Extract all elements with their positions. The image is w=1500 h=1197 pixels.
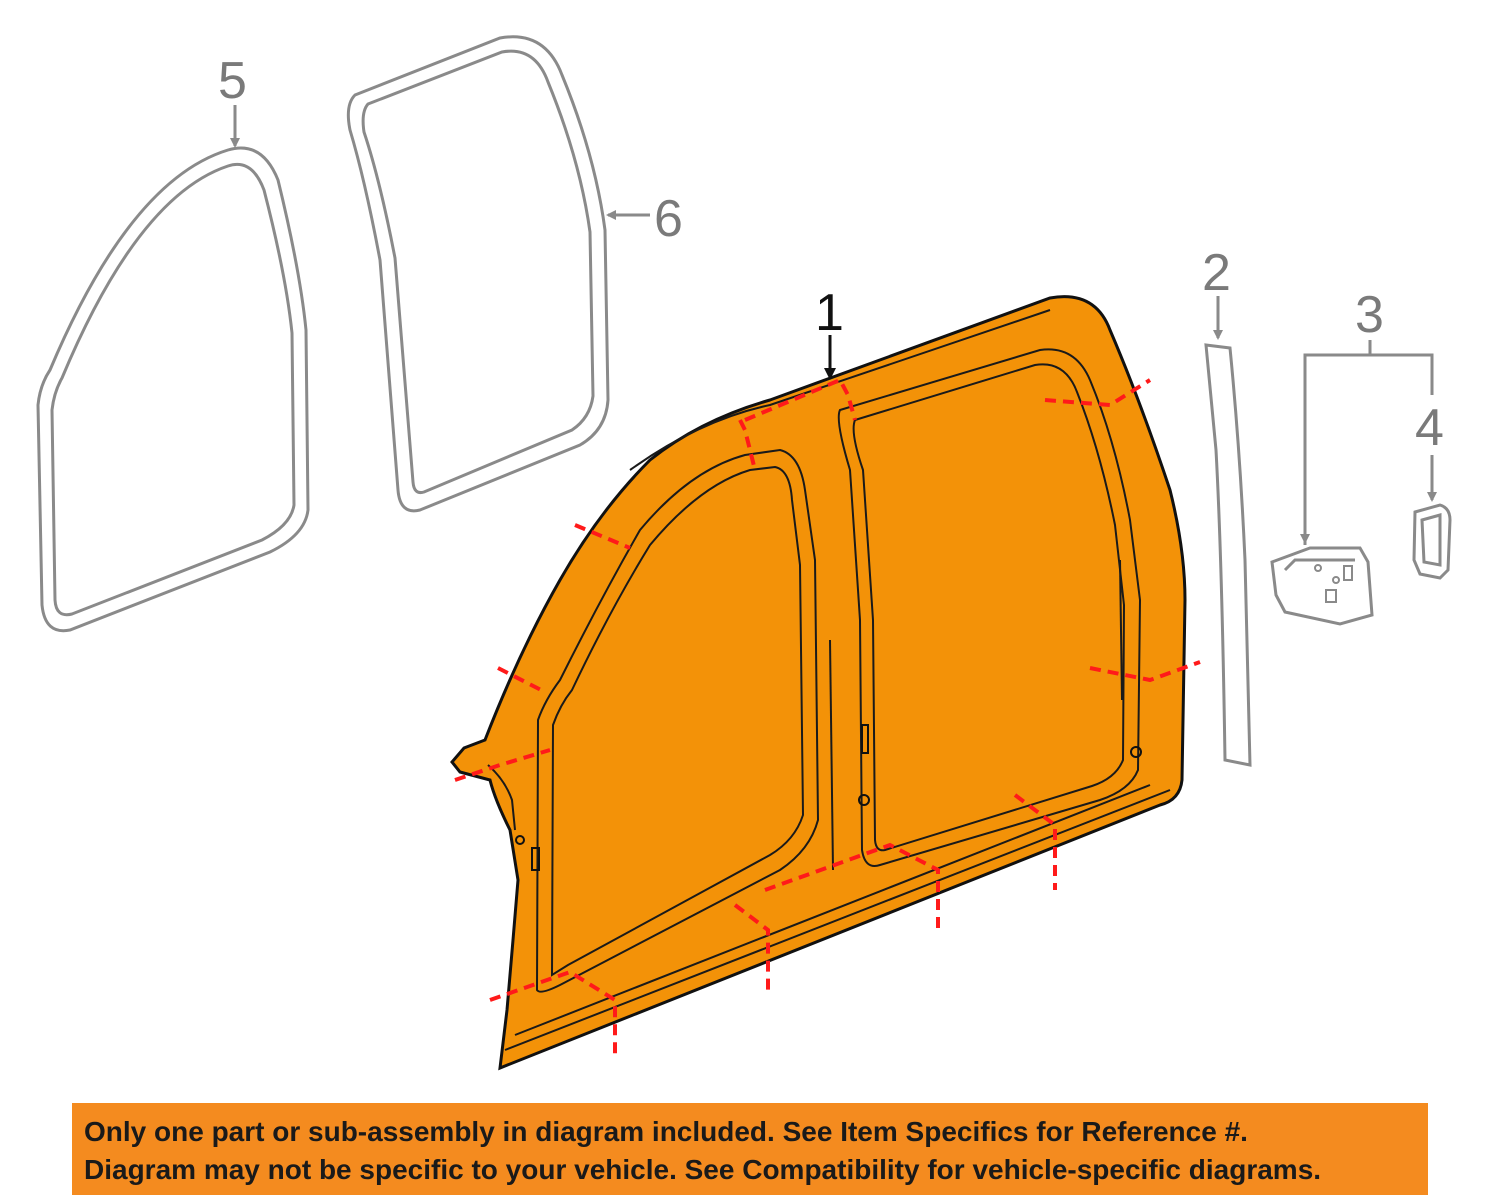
notice-banner: Only one part or sub-assembly in diagram… bbox=[72, 1103, 1428, 1195]
notice-line-2: Diagram may not be specific to your vehi… bbox=[84, 1154, 1322, 1185]
clip bbox=[1412, 503, 1452, 580]
weatherstrip-front bbox=[36, 146, 310, 633]
side-panel-aperture bbox=[450, 295, 1187, 1071]
callout-3: 3 bbox=[1355, 286, 1384, 344]
leader-lines bbox=[230, 105, 1437, 545]
callout-4: 4 bbox=[1415, 399, 1444, 457]
bracket bbox=[1270, 546, 1374, 626]
notice-line-1: Only one part or sub-assembly in diagram… bbox=[84, 1116, 1248, 1147]
weatherstrip-rear bbox=[346, 35, 610, 513]
pillar-trim-strip bbox=[1204, 343, 1252, 767]
callout-1: 1 bbox=[815, 284, 844, 342]
cut-lines bbox=[454, 377, 1201, 1060]
callout-5: 5 bbox=[218, 52, 247, 110]
callout-2: 2 bbox=[1202, 244, 1231, 302]
callout-6: 6 bbox=[654, 190, 683, 248]
